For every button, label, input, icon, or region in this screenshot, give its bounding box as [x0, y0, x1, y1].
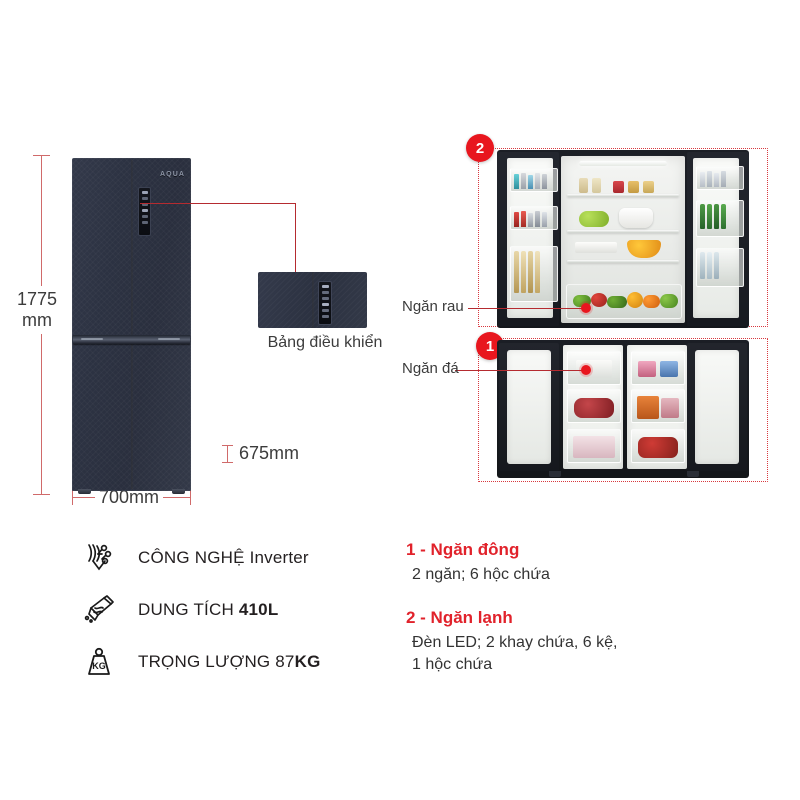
control-panel-caption: Bảng điều khiển [267, 334, 383, 351]
feature-label-weight: TRỌNG LƯỢNG 87KG [138, 652, 321, 671]
feature-label-capacity: DUNG TÍCH 410L [138, 600, 279, 619]
inverter-circuit-icon [80, 539, 118, 577]
veg-item [591, 293, 607, 307]
height-dimension-unit: mm [22, 310, 52, 330]
note-freezer: 1 - Ngăn đông 2 ngăn; 6 hộc chứa [406, 540, 736, 586]
freezer-foot-right [687, 471, 699, 477]
note-fridge-body: Đèn LED; 2 khay chứa, 6 kệ, 1 hộc chứa [412, 634, 618, 673]
height-dimension-label: 1775 mm [4, 286, 70, 334]
weight-kg-icon: KG [80, 643, 118, 681]
veg-item [627, 292, 643, 308]
label-ice-compartment: Ngăn đá [402, 360, 459, 377]
jar-item [628, 181, 639, 193]
fridge-door-right-panel [693, 158, 744, 318]
feature-row-capacity: DUNG TÍCH 410L [80, 588, 390, 632]
freezer-door-left-panel [507, 350, 551, 464]
pot-item [619, 208, 653, 228]
freezer-drawer [631, 351, 685, 385]
handle-notch-left [81, 338, 103, 340]
depth-dimension: 675mm [222, 443, 299, 464]
note-fridge-heading: 2 - Ngăn lạnh [406, 608, 513, 627]
compartment-notes: 1 - Ngăn đông 2 ngăn; 6 hộc chứa 2 - Ngă… [406, 540, 736, 698]
ice-leader-dot [581, 365, 591, 375]
fridge-cabinet [561, 156, 685, 323]
fridge-door-right [687, 152, 749, 326]
aqua-brand-logo: AQUA [160, 171, 186, 178]
width-dimension-cap-left [72, 490, 73, 505]
control-panel-on-door [138, 187, 151, 236]
freezer-drawer [631, 389, 685, 423]
label-vegetable-compartment: Ngăn rau [402, 298, 464, 315]
veg-item [660, 294, 678, 308]
freezer-door-left [499, 343, 559, 471]
door-bin [696, 166, 744, 190]
door-bin-bottle [510, 246, 558, 302]
depth-caliper-icon [222, 444, 233, 463]
width-dimension-label: 700mm [95, 487, 164, 508]
jar-item [592, 178, 601, 193]
handle-notch-right [158, 338, 180, 340]
panel-thumb-seam [312, 272, 314, 328]
fridge-shelf-1 [567, 194, 679, 197]
door-bin [510, 168, 558, 192]
note-fridge: 2 - Ngăn lạnh Đèn LED; 2 khay chứa, 6 kệ… [406, 608, 736, 676]
height-dimension-cap-bottom [33, 494, 50, 495]
veg-item [607, 296, 627, 308]
depth-dimension-label: 675mm [239, 443, 300, 463]
refrigerator-exterior-image: AQUA [72, 158, 191, 494]
svg-text:KG: KG [92, 661, 106, 671]
vegetable-leader-line [468, 308, 586, 309]
feature-label-inverter: CÔNG NGHỆ Inverter [138, 548, 309, 567]
door-bin-bottle [696, 248, 744, 287]
grapes-item [579, 211, 609, 227]
height-dimension-cap-top [33, 155, 50, 156]
refrigerator-interior-image [497, 150, 749, 328]
vegetable-crisper-drawer [566, 284, 682, 319]
veg-item [643, 295, 660, 308]
ice-leader-line [455, 370, 586, 371]
panel-thumb-buttons [318, 281, 332, 325]
door-bin-bottle [696, 200, 744, 237]
freezer-foot-left [549, 471, 561, 477]
vegetable-leader-dot [581, 303, 591, 313]
control-panel-detail-image [258, 272, 367, 328]
led-light-bar [579, 161, 667, 166]
badge-fridge: 2 [466, 134, 494, 162]
feature-row-inverter: CÔNG NGHỆ Inverter [80, 536, 390, 580]
refrigerator-foot-right [172, 489, 185, 494]
freezer-door-right [687, 343, 747, 471]
control-panel-leader-vertical [295, 203, 296, 273]
fridge-shelf-3 [567, 260, 679, 263]
fridge-door-left [497, 152, 559, 326]
width-dimension-cap-right [190, 490, 191, 505]
fridge-shelf-2 [567, 230, 679, 233]
jar-item [613, 181, 624, 193]
freezer-drawer [567, 389, 621, 423]
freezer-drawer [567, 351, 621, 385]
freezer-door-right-panel [695, 350, 739, 464]
refrigerator-foot-left [78, 489, 91, 494]
freezer-interior-image [497, 340, 749, 478]
volume-jug-icon [80, 591, 118, 629]
note-freezer-heading: 1 - Ngăn đông [406, 540, 520, 559]
freezer-compartment-right [627, 345, 687, 469]
height-dimension-value: 1775 [16, 289, 58, 309]
jar-item [643, 181, 654, 193]
egg-tray-item [575, 242, 617, 253]
door-bin [510, 206, 558, 230]
fruit-bowl-item [627, 240, 661, 258]
feature-row-weight: KG TRỌNG LƯỢNG 87KG [80, 640, 390, 684]
jar-item [579, 178, 588, 193]
fridge-door-left-panel [507, 158, 558, 318]
freezer-drawer [631, 429, 685, 463]
door-handle-band [73, 335, 190, 344]
control-panel-leader-horizontal [140, 203, 296, 204]
door-seam-vertical [131, 160, 133, 489]
features-list: CÔNG NGHỆ Inverter DUNG TÍCH 410L [80, 536, 390, 692]
note-freezer-body: 2 ngăn; 6 hộc chứa [412, 566, 550, 583]
freezer-compartment-left [563, 345, 623, 469]
freezer-drawer [567, 429, 621, 463]
